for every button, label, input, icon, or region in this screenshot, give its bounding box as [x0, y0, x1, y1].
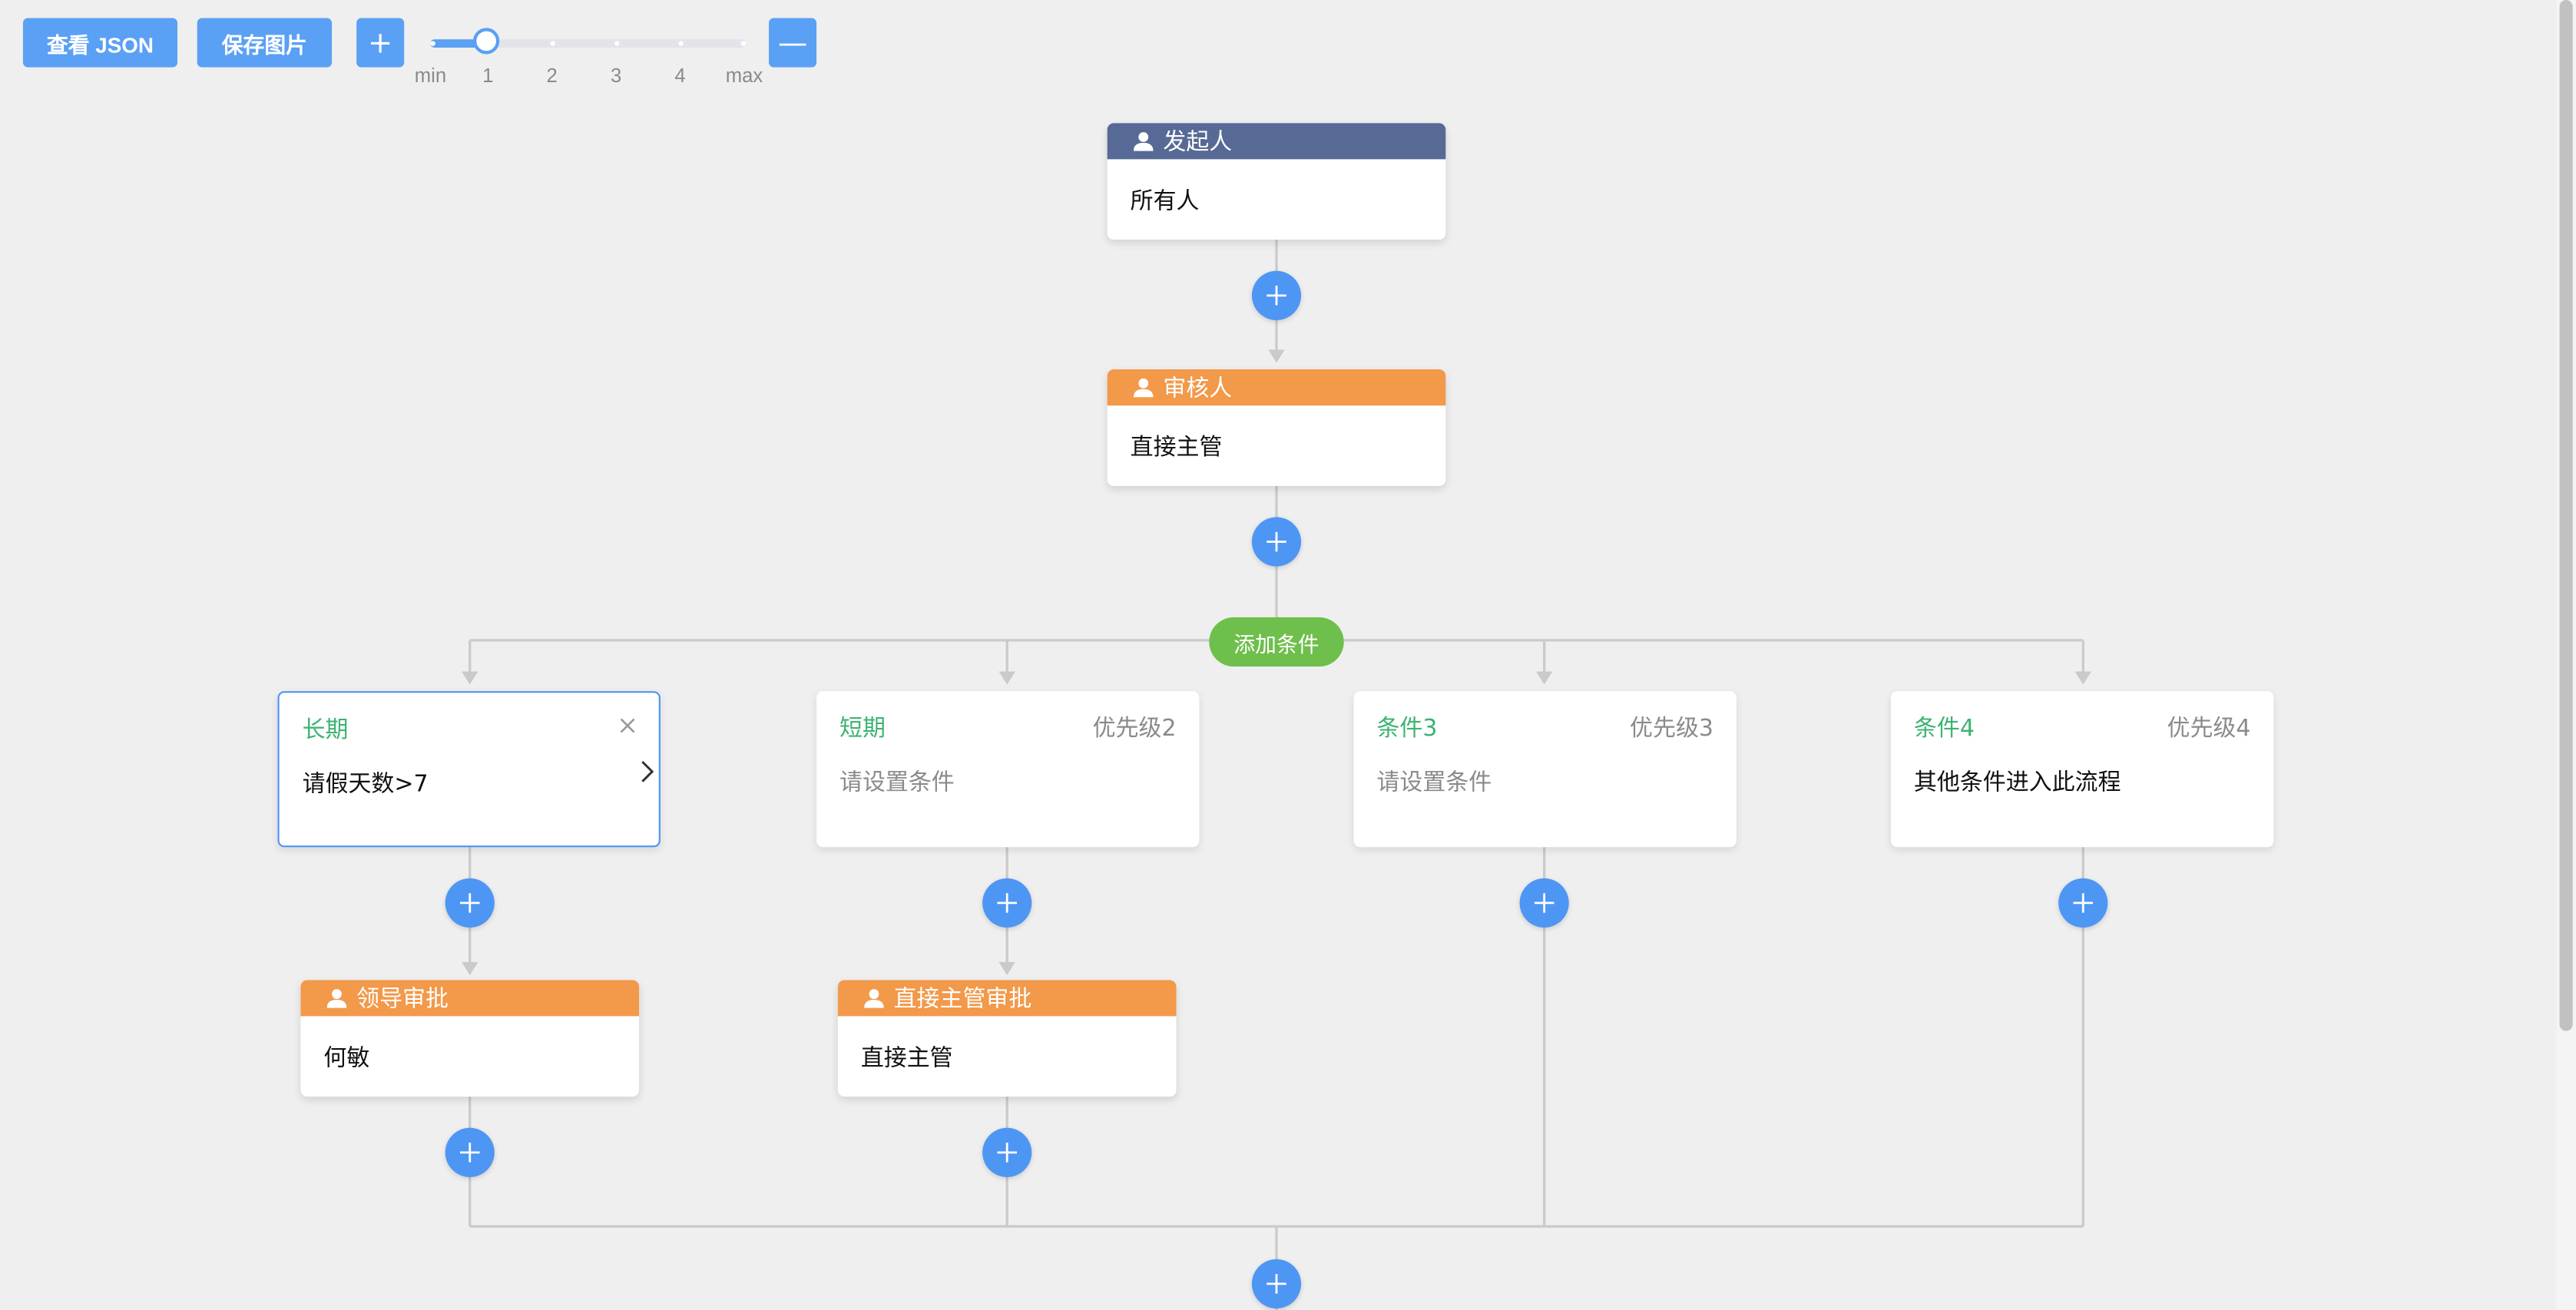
plus-icon — [1266, 286, 1286, 306]
condition-priority: 优先级4 — [2167, 716, 2251, 743]
zoom-mark-max: max — [725, 64, 763, 88]
node-header: 发起人 — [1107, 123, 1446, 160]
condition-card-4[interactable]: 条件4 优先级4 其他条件进入此流程 — [1890, 691, 2274, 848]
zoom-mark-2: 2 — [546, 64, 558, 88]
slider-stop — [740, 41, 747, 46]
add-node-button[interactable] — [1519, 878, 1569, 928]
condition-content: 请假天数>7 — [302, 771, 429, 799]
person-icon — [326, 989, 347, 1008]
zoom-slider[interactable] — [430, 39, 747, 48]
minus-icon: — — [777, 25, 808, 61]
leader-approval-node[interactable]: 领导审批 何敏 — [300, 980, 640, 1097]
add-condition-button[interactable]: 添加条件 — [1209, 617, 1344, 667]
condition-card-2[interactable]: 短期 优先级2 请设置条件 — [816, 691, 1200, 848]
vertical-scrollbar[interactable] — [2559, 0, 2573, 1031]
plus-icon — [1534, 893, 1555, 913]
add-node-button[interactable] — [2058, 878, 2108, 928]
condition-content: 其他条件进入此流程 — [1913, 769, 2121, 796]
zoom-out-button[interactable]: — — [769, 18, 817, 68]
add-node-button[interactable] — [1251, 270, 1302, 320]
node-content: 所有人 — [1130, 188, 1200, 216]
add-node-button[interactable] — [1251, 1259, 1302, 1308]
slider-stop — [430, 41, 435, 46]
plus-icon — [459, 893, 480, 913]
condition-card-3[interactable]: 条件3 优先级3 请设置条件 — [1353, 691, 1737, 848]
condition-priority: 优先级2 — [1092, 716, 1177, 743]
zoom-mark-min: min — [414, 64, 447, 88]
person-icon — [1133, 132, 1154, 151]
zoom-mark-4: 4 — [674, 64, 686, 88]
plus-icon — [2073, 893, 2094, 913]
plus-icon: + — [368, 25, 393, 61]
condition-title: 条件3 — [1376, 716, 1438, 743]
reviewer-node[interactable]: 审核人 直接主管 — [1107, 369, 1446, 486]
zoom-in-button[interactable]: + — [356, 18, 405, 68]
close-icon[interactable] — [616, 714, 639, 737]
save-image-button[interactable]: 保存图片 — [197, 18, 333, 68]
node-content: 直接主管 — [860, 1045, 953, 1073]
slider-stop — [550, 41, 555, 46]
slider-stop — [614, 41, 620, 46]
plus-icon — [1266, 531, 1286, 552]
node-title: 发起人 — [1163, 129, 1233, 157]
condition-priority: 优先级3 — [1630, 716, 1713, 743]
plus-icon — [997, 893, 1018, 913]
initiator-node[interactable]: 发起人 所有人 — [1107, 123, 1446, 240]
zoom-slider-handle[interactable] — [473, 28, 500, 55]
condition-title: 短期 — [839, 716, 886, 743]
node-header: 领导审批 — [300, 980, 640, 1017]
chevron-right-icon[interactable] — [639, 759, 655, 785]
condition-content: 请设置条件 — [1376, 769, 1492, 796]
node-header: 直接主管审批 — [837, 980, 1177, 1017]
node-title: 直接主管审批 — [893, 986, 1032, 1014]
condition-content: 请设置条件 — [839, 769, 955, 796]
node-content: 何敏 — [323, 1045, 370, 1073]
add-node-button[interactable] — [1251, 517, 1302, 567]
zoom-mark-1: 1 — [482, 64, 494, 88]
manager-approval-node[interactable]: 直接主管审批 直接主管 — [837, 980, 1177, 1097]
add-node-button[interactable] — [445, 878, 495, 928]
add-node-button[interactable] — [445, 1127, 495, 1177]
condition-title: 长期 — [302, 717, 349, 744]
add-node-button[interactable] — [982, 878, 1032, 928]
plus-icon — [1266, 1274, 1286, 1294]
view-json-button[interactable]: 查看 JSON — [22, 18, 178, 68]
condition-title: 条件4 — [1913, 716, 1975, 743]
person-icon — [1133, 378, 1154, 398]
plus-icon — [459, 1143, 480, 1163]
node-header: 审核人 — [1107, 369, 1446, 406]
person-icon — [864, 989, 884, 1008]
node-title: 领导审批 — [356, 986, 449, 1014]
plus-icon — [997, 1143, 1018, 1163]
zoom-mark-3: 3 — [610, 64, 622, 88]
condition-card-1[interactable]: 长期 请假天数>7 — [277, 691, 661, 848]
zoom-slider-fill — [430, 39, 487, 48]
node-content: 直接主管 — [1130, 435, 1223, 461]
node-title: 审核人 — [1163, 375, 1233, 402]
slider-stop — [678, 41, 684, 46]
add-node-button[interactable] — [982, 1127, 1032, 1177]
